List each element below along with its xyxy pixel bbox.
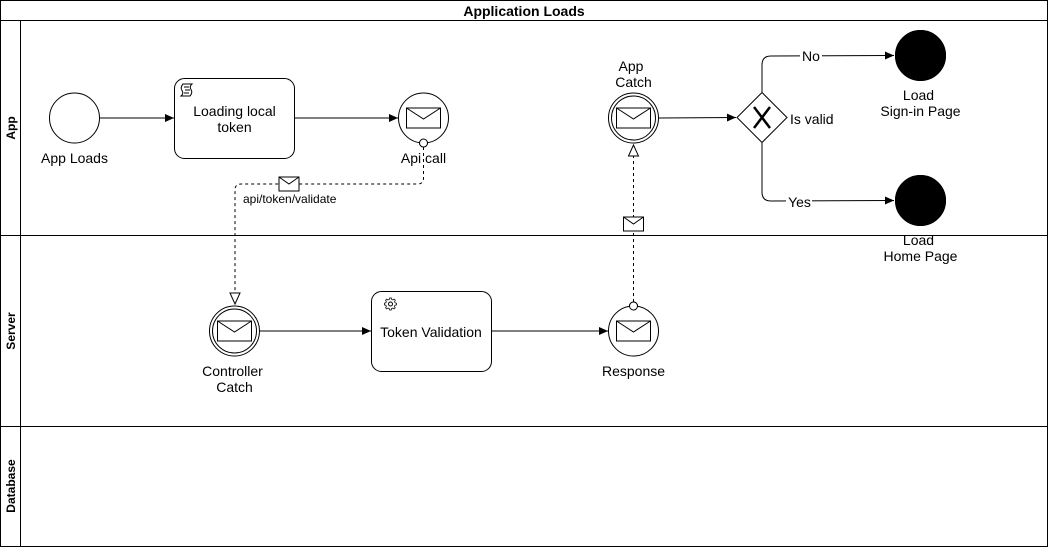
node-label-line-2: Catch (216, 379, 253, 395)
edge-label-no: No (802, 48, 820, 64)
start-event-app-loads[interactable]: App Loads (41, 92, 108, 166)
end-event-icon (895, 175, 946, 226)
node-label-line-1: App (619, 58, 644, 74)
lane-label-app: App (4, 116, 18, 139)
event-api-call[interactable]: Api call (398, 92, 449, 166)
task-label: Token Validation (380, 324, 482, 340)
gateway-label: Is valid (790, 111, 834, 127)
node-label-line-1: Load (903, 232, 934, 248)
node-label: Response (602, 363, 665, 379)
envelope-icon (217, 320, 252, 342)
pool-title: Application Loads (463, 3, 585, 19)
end-event-outline (895, 30, 946, 81)
sequence-flows (100, 51, 895, 335)
edge-label-yes: Yes (788, 194, 811, 210)
node-label-line-2: Home Page (884, 248, 958, 264)
envelope-icon (616, 107, 651, 129)
message-flow-source-marker (629, 301, 638, 311)
flow-gateway-yes (761, 143, 895, 205)
edge-label-bg (800, 48, 822, 63)
flow-appcatch-to-gateway (658, 113, 737, 122)
node-label: App Loads (41, 150, 108, 166)
node-label: Api call (401, 150, 446, 166)
end-event-outline (895, 175, 946, 226)
task-token-validation[interactable]: Token Validation (371, 291, 492, 372)
lane-label-database: Database (4, 459, 18, 513)
lane-label-server: Server (4, 312, 18, 350)
node-label-line-1: Load (903, 87, 934, 103)
flow-gateway-no (761, 51, 895, 92)
node-label-line-2: Catch (615, 74, 652, 90)
envelope-icon (406, 107, 441, 129)
start-event-icon (49, 92, 100, 144)
end-event-load-signin[interactable]: Load Sign-in Page (880, 30, 961, 120)
end-event-icon (895, 30, 946, 81)
message-flow-apicall-to-controller (229, 147, 424, 306)
edge-label-bg (786, 194, 812, 209)
exclusive-gateway-icon (753, 106, 771, 129)
gear-icon (384, 297, 397, 311)
event-controller-catch[interactable]: Controller Catch (202, 305, 263, 395)
event-app-catch[interactable]: App Catch (608, 58, 659, 144)
task-label-line-1: Loading local (193, 103, 276, 119)
gateway-is-valid[interactable]: Is valid (736, 91, 834, 144)
end-event-load-home[interactable]: Load Home Page (884, 175, 958, 265)
message-flow-source-marker (419, 138, 428, 148)
node-label-line-2: Sign-in Page (880, 103, 960, 119)
task-label-line-2: token (217, 119, 251, 135)
script-task-icon (179, 83, 194, 97)
message-flow-label: api/token/validate (243, 192, 337, 206)
node-label-line-1: Controller (202, 363, 263, 379)
envelope-icon (616, 320, 651, 342)
envelope-icon (623, 216, 644, 232)
envelope-icon (278, 176, 300, 192)
task-loading-local-token[interactable]: Loading local token (174, 78, 295, 159)
event-response[interactable]: Response (602, 305, 665, 379)
